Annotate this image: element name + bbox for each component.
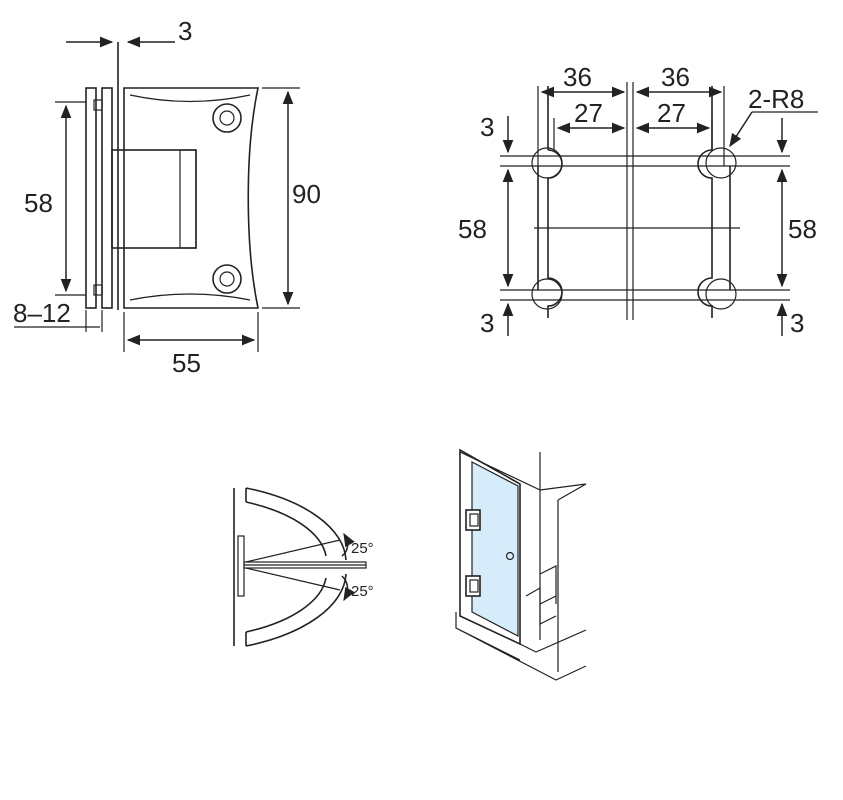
swing-angle-down-label: 25° (351, 583, 374, 600)
iso-hinge-top-inner (469, 513, 479, 527)
plan-dim-inner-left-label: 27 (574, 98, 603, 128)
hinge-curve-bottom (129, 293, 251, 301)
screw-bottom (212, 264, 242, 294)
iso-glass-door (471, 461, 519, 637)
plan-plate-left-edge (547, 86, 563, 318)
plan-radius-top-left (531, 147, 563, 179)
swing-angle-arrow-up (341, 532, 355, 557)
hinge-body (123, 87, 259, 309)
dim-height-label: 90 (292, 179, 321, 209)
clamp-pin-bottom (93, 284, 103, 296)
plan-plate-sides (537, 166, 731, 290)
plan-dim-bottom-left-label: 3 (480, 308, 494, 338)
plan-radius-top-right (705, 147, 737, 179)
plan-dim-inner-right-label: 27 (657, 98, 686, 128)
plan-radius-leader (729, 111, 753, 148)
dim-glass-label: 8–12 (13, 298, 71, 328)
screw-top (212, 103, 242, 133)
plan-dim-left-label: 58 (458, 214, 487, 244)
swing-view: 25° 25° (233, 487, 374, 647)
plan-dim-bottom-right-label: 3 (790, 308, 804, 338)
hinge-leaf-edge (179, 149, 197, 249)
iso-door-knob (505, 551, 515, 561)
swing-angle-up-label: 25° (351, 540, 374, 557)
dim-width-label: 55 (172, 348, 201, 378)
plan-dim-top-offset-label: 3 (480, 112, 494, 142)
swing-arc-outer (245, 487, 347, 647)
swing-open-up (245, 539, 341, 563)
screw-top-inner (219, 110, 235, 126)
hinge-curve-top (129, 94, 251, 103)
clamp-pin-top (93, 99, 103, 111)
isometric-view (455, 448, 587, 681)
dim-left-label: 58 (24, 188, 53, 218)
iso-steps (525, 565, 557, 625)
iso-floor (455, 612, 587, 681)
swing-arc-inner (245, 501, 327, 633)
swing-angle-arrow-down (341, 575, 355, 602)
glass-plate-inner (101, 87, 113, 309)
screw-bottom-inner (219, 271, 235, 287)
swing-open-down (245, 567, 341, 591)
plan-radius-bottom-right (705, 278, 737, 310)
glass-plate-outer (85, 87, 97, 309)
plan-radius-bottom-left (531, 278, 563, 310)
plan-radius-label: 2-R8 (748, 84, 804, 114)
iso-hinge-bottom-inner (469, 579, 479, 593)
side-view: 3 58 8–12 90 55 (13, 16, 321, 378)
plan-dim-right-label: 58 (788, 214, 817, 244)
dim-top-label: 3 (178, 16, 192, 46)
plan-dim-top-left-label: 36 (563, 62, 592, 92)
swing-hinge-plate (237, 535, 245, 597)
plan-dim-top-right-label: 36 (661, 62, 690, 92)
plan-view: 36 36 27 27 2-R8 3 58 58 3 3 (458, 62, 818, 338)
